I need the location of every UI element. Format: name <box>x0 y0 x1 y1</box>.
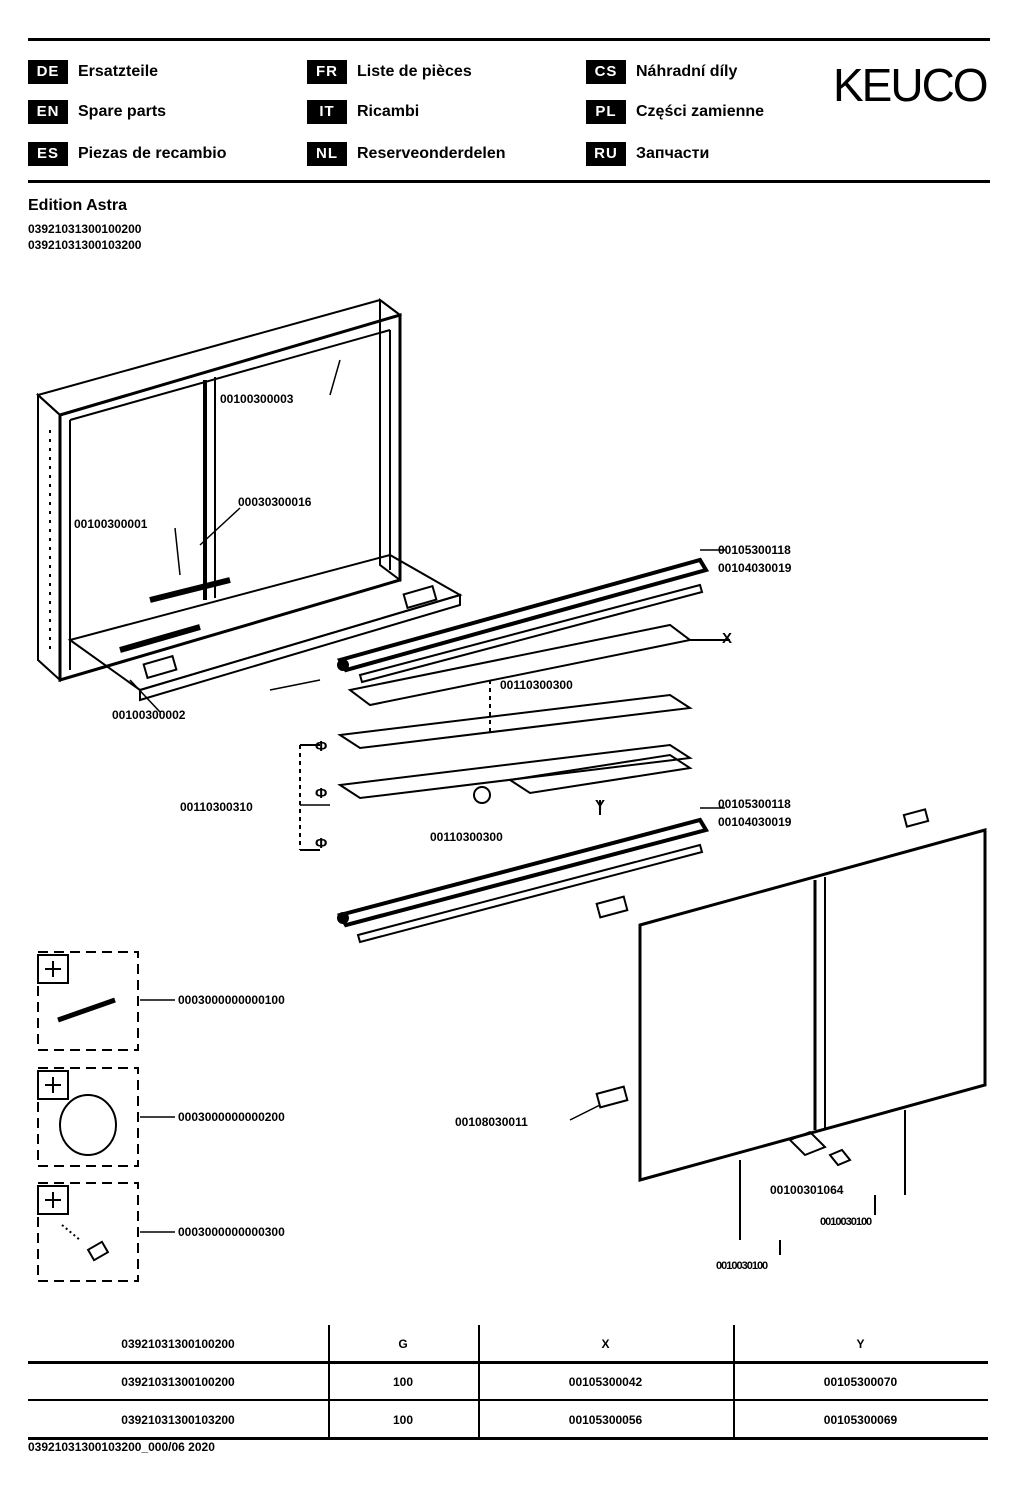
lang-label: Ricambi <box>357 103 420 120</box>
rail-upper <box>336 557 710 684</box>
rail-lower <box>336 817 710 944</box>
top-rule <box>28 38 990 41</box>
lang-label: Części zamienne <box>636 103 765 120</box>
part-label: 0003000000000300 <box>178 1225 285 1239</box>
lang-code: RU <box>586 142 626 166</box>
dimension-y: Y <box>595 797 606 814</box>
table-header-row: 03921031300100200 G X Y <box>28 1325 988 1363</box>
lang-label: Náhradní díly <box>636 63 738 80</box>
phi-symbol: Φ <box>315 835 328 852</box>
phi-symbol: Φ <box>315 785 328 802</box>
table-cell: 00105300069 <box>823 1413 898 1427</box>
table-cell: 100 <box>392 1375 414 1389</box>
brand-logo: KEUCO <box>833 59 989 111</box>
part-label: 00104030019 <box>718 815 792 829</box>
table-cell: 03921031300100200 <box>121 1375 235 1389</box>
table-cell: 00105300056 <box>568 1413 643 1427</box>
part-label: 00100300002 <box>112 708 186 722</box>
dimension-x: X <box>722 630 733 647</box>
lang-pl: PL Części zamienne <box>586 100 764 124</box>
part-label: 00105300118 <box>718 797 791 811</box>
part-label: 0003000000000100 <box>178 993 285 1007</box>
table-cell: 00105300070 <box>823 1375 898 1389</box>
product-code: 03921031300100200 <box>28 222 142 236</box>
cabinet-body <box>35 298 463 702</box>
part-label: 00105300118 <box>718 543 791 557</box>
lang-it: IT Ricambi <box>307 100 419 124</box>
table-divider <box>478 1325 480 1439</box>
lang-fr: FR Liste de pièces <box>307 60 472 84</box>
product-title: Edition Astra <box>28 197 127 214</box>
table-rule <box>28 1399 988 1401</box>
table-rule <box>28 1361 988 1364</box>
lang-code: ES <box>28 142 68 166</box>
mirror-doors <box>638 828 987 1255</box>
document-footer: 03921031300103200_000/06 2020 <box>28 1440 215 1454</box>
table-header-cell: 03921031300100200 <box>121 1337 235 1351</box>
lang-code: FR <box>307 60 347 84</box>
table-cell: 100 <box>392 1413 414 1427</box>
part-label: 00100300001 <box>74 517 148 531</box>
part-label: 00110300300 <box>430 830 503 844</box>
table-cell: 00105300042 <box>568 1375 643 1389</box>
table-header-cell: X <box>601 1337 610 1351</box>
table-row: 03921031300103200 100 00105300056 001053… <box>28 1401 988 1439</box>
lang-cs: CS Náhradní díly <box>586 60 737 84</box>
part-label: 00030300016 <box>238 495 312 509</box>
lang-code: IT <box>307 100 347 124</box>
hinges <box>595 808 930 1167</box>
lang-code: CS <box>586 60 626 84</box>
part-label: 00104030019 <box>718 561 792 575</box>
table-header-cell: G <box>398 1337 408 1351</box>
leader-lines <box>129 359 725 1233</box>
lang-label: Spare parts <box>78 103 167 120</box>
exploded-drawing <box>35 298 987 1282</box>
lang-label: Запчасти <box>636 145 710 162</box>
lang-nl: NL Reserveonderdelen <box>307 142 506 166</box>
lang-code: DE <box>28 60 68 84</box>
lang-ru: RU Запчасти <box>586 142 709 166</box>
part-label-stack: 0010030100 <box>820 1216 872 1228</box>
kit-icons <box>37 954 117 1262</box>
table-divider <box>328 1325 330 1439</box>
lang-code: NL <box>307 142 347 166</box>
table-header-cell: Y <box>856 1337 865 1351</box>
part-label: 0003000000000200 <box>178 1110 285 1124</box>
part-label: 00110300310 <box>180 800 253 814</box>
part-label-stack: 0010030100 <box>716 1260 768 1272</box>
table-cell: 03921031300103200 <box>121 1413 235 1427</box>
part-label: 00110300300 <box>500 678 573 692</box>
part-label: 00100301064 <box>770 1183 844 1197</box>
table-divider <box>733 1325 735 1439</box>
lang-code: PL <box>586 100 626 124</box>
part-label: 00100300003 <box>220 392 294 406</box>
phi-symbol: Φ <box>315 738 328 755</box>
product-code: 03921031300103200 <box>28 238 142 252</box>
part-label: 00108030011 <box>455 1115 528 1129</box>
lang-label: Liste de pièces <box>357 63 472 80</box>
lang-label: Ersatzteile <box>78 63 159 80</box>
lang-es: ES Piezas de recambio <box>28 142 227 166</box>
lang-en: EN Spare parts <box>28 100 166 124</box>
table-rule <box>28 1437 988 1440</box>
kit-boxes <box>37 951 139 1282</box>
lang-code: EN <box>28 100 68 124</box>
header-rule <box>28 180 990 183</box>
lang-label: Piezas de recambio <box>78 145 227 162</box>
lang-de: DE Ersatzteile <box>28 60 158 84</box>
shelves <box>299 623 730 851</box>
table-row: 03921031300100200 100 00105300042 001053… <box>28 1363 988 1401</box>
lang-label: Reserveonderdelen <box>357 145 506 162</box>
